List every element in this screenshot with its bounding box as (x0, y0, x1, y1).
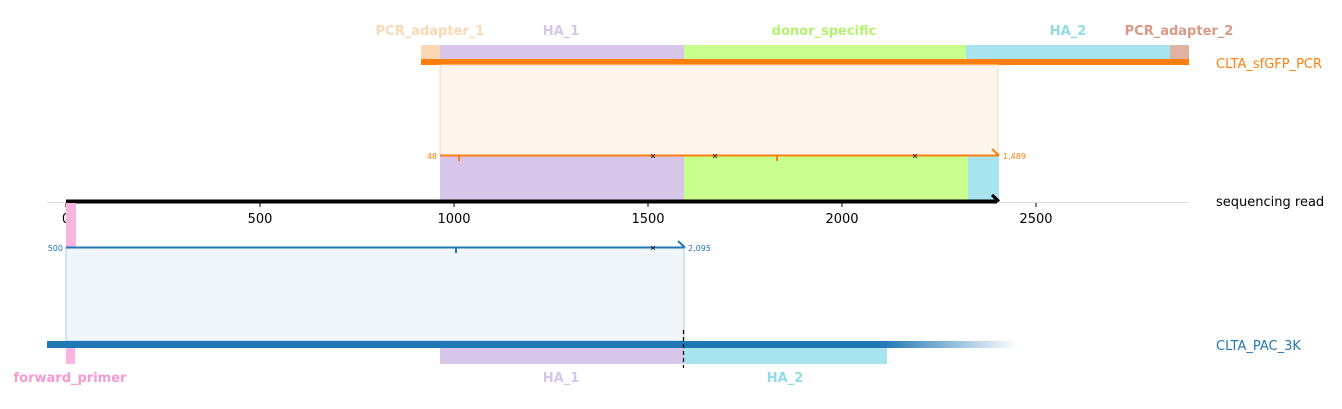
top-alignment-start-label: 48 (427, 152, 437, 161)
top-alignment: × × × 48 1,489 (427, 148, 1026, 161)
top-feature-label-ha-1: HA_1 (543, 24, 580, 39)
bottom-feature-label-ha-2: HA_2 (767, 371, 804, 386)
bottom-target-line (47, 341, 882, 348)
read-axis-tick-label: 1500 (631, 212, 664, 227)
top-feature-label-donor-specific: donor_specific (772, 24, 877, 39)
read-label: sequencing read (1216, 195, 1324, 210)
bottom-alignment-start-label: 500 (48, 244, 63, 253)
read-axis-tick-label: 1000 (437, 212, 470, 227)
read-axis: 0 500 1000 1500 2000 2500 (62, 203, 1053, 227)
read-axis-tick-label: 2500 (1019, 212, 1052, 227)
top-feature-block-pcr-adapter-2 (1170, 45, 1189, 63)
top-feature-block-ha-2 (966, 45, 1170, 63)
top-target-label: CLTA_sfGFP_PCR (1216, 57, 1322, 72)
bottom-alignment: × 500 2,095 (48, 240, 711, 253)
top-strip-ha-2 (968, 156, 999, 202)
read-arrowhead (990, 193, 1001, 203)
top-target-line (421, 59, 1189, 65)
top-alignment-end-label: 1,489 (1003, 152, 1026, 161)
bottom-alignment-end-label: 2,095 (688, 244, 711, 253)
top-feature-label-ha-2: HA_2 (1050, 24, 1087, 39)
top-alignment-mismatch-mark: × (912, 152, 919, 161)
top-feature-block-donor-specific (684, 45, 966, 63)
top-alignment-mismatch-mark: × (712, 152, 719, 161)
bottom-feature-block-forward-primer (66, 341, 75, 364)
top-feature-block-ha-1 (440, 45, 684, 63)
top-alignment-mismatch-mark: × (650, 152, 657, 161)
top-feature-label-pcr-adapter-1: PCR_adapter_1 (376, 24, 485, 39)
bottom-alignment-mismatch-mark: × (650, 244, 657, 253)
bottom-alignment-arrowhead (677, 240, 686, 249)
top-strip-donor-specific (684, 156, 968, 202)
top-alignment-arrowhead (991, 148, 1000, 157)
top-strip-ha-1 (440, 156, 684, 202)
bottom-target-line-fade (882, 341, 1018, 348)
top-target-features (421, 45, 1189, 63)
bottom-strip-forward-primer (66, 203, 76, 248)
bottom-alignment-projection (65, 247, 685, 342)
bottom-target-label: CLTA_PAC_3K (1216, 339, 1301, 354)
top-alignment-projection (439, 64, 999, 156)
top-feature-label-pcr-adapter-2: PCR_adapter_2 (1125, 24, 1234, 39)
read-axis-tick-label: 2000 (825, 212, 858, 227)
bottom-feature-label-ha-1: HA_1 (543, 371, 580, 386)
bottom-feature-label-forward-primer: forward_primer (14, 371, 128, 386)
sequencing-read: sequencing read 0 500 1000 1500 2000 250… (47, 193, 1324, 227)
top-feature-block-pcr-adapter-1 (421, 45, 440, 63)
read-axis-tick-label: 500 (248, 212, 273, 227)
